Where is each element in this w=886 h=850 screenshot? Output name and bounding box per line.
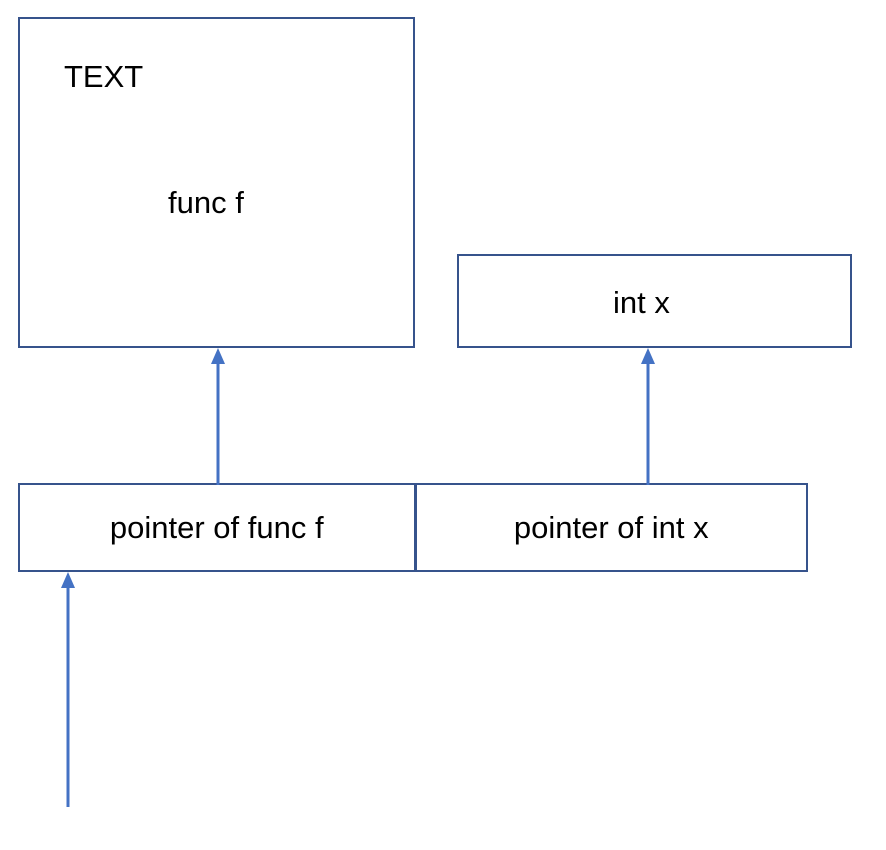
func-f-label: func f [168, 185, 244, 220]
arrow-pointer-intx-to-intx-icon [636, 346, 660, 485]
arrow-external-to-pointer-row-icon [56, 570, 80, 807]
pointer-of-func-f-cell[interactable]: pointer of func f [20, 485, 417, 570]
pointer-of-int-x-cell[interactable]: pointer of int x [513, 510, 709, 545]
text-segment-box[interactable]: TEXT func f [18, 17, 415, 348]
pointer-row: pointer of func f pointer of int x [18, 483, 808, 572]
arrow-pointer-func-to-text-icon [206, 346, 230, 485]
int-x-box[interactable]: int x [457, 254, 852, 348]
text-segment-title: TEXT [64, 59, 144, 94]
int-x-label: int x [613, 285, 670, 320]
